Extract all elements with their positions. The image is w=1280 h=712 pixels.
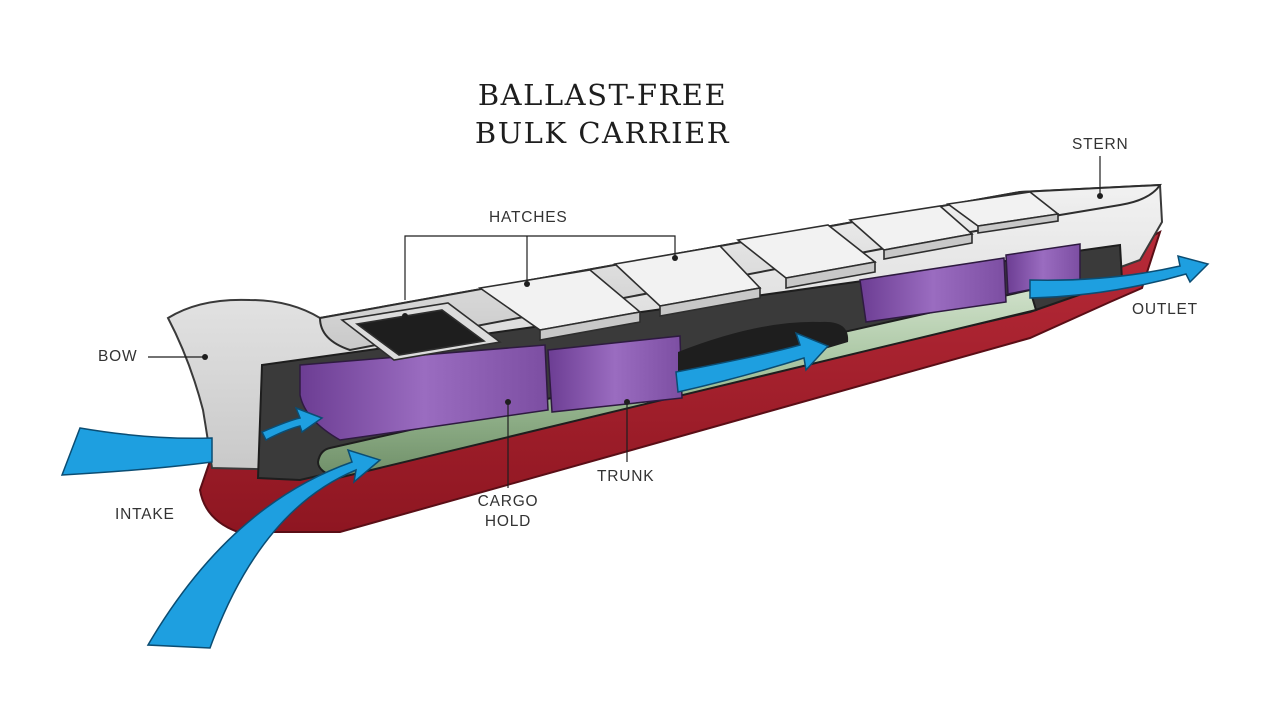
title-line-2: BULK CARRIER xyxy=(474,116,731,150)
intake-arrow-bow xyxy=(60,427,213,476)
cargo-hold-2 xyxy=(547,335,683,413)
leader-lines xyxy=(148,156,1101,488)
label-cargo-hold-line-2: HOLD xyxy=(484,513,532,530)
intake-arrow-lower xyxy=(146,448,382,649)
interior-flow-arrow xyxy=(675,331,830,393)
label-cargo-hold: CARGO HOLD xyxy=(470,492,546,532)
label-bow: BOW xyxy=(98,348,138,365)
label-cargo-hold-line-1: CARGO xyxy=(477,493,539,510)
intake-arrow-upper xyxy=(260,406,324,442)
water-flow-arrows xyxy=(60,254,1210,649)
leader-dots xyxy=(202,193,1103,405)
label-outlet: OUTLET xyxy=(1132,301,1198,318)
diagram-title: BALLAST-FREE BULK CARRIER xyxy=(0,76,1205,152)
cargo-hold-3 xyxy=(859,257,1007,323)
cargo-hold-1 xyxy=(299,344,549,441)
label-trunk: TRUNK xyxy=(597,468,655,485)
label-intake: INTAKE xyxy=(115,506,175,523)
label-hatches: HATCHES xyxy=(489,209,568,226)
outlet-arrow xyxy=(1029,254,1210,299)
hatch-covers xyxy=(340,191,1060,361)
label-stern: STERN xyxy=(1072,136,1129,153)
title-line-1: BALLAST-FREE xyxy=(477,78,728,112)
